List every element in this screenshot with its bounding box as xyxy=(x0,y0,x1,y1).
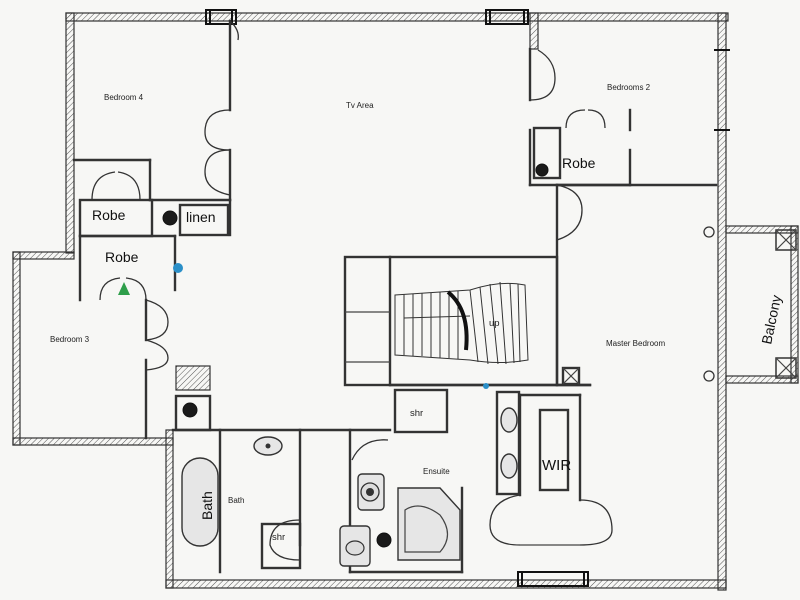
label-linen: linen xyxy=(186,209,216,225)
label-robe-right: Robe xyxy=(562,155,596,171)
interior-walls xyxy=(72,19,718,574)
staircase xyxy=(394,281,529,365)
label-shr-bath: shr xyxy=(272,532,285,543)
doors xyxy=(91,20,613,561)
label-stair-up: up xyxy=(489,318,500,329)
fixtures xyxy=(118,163,549,570)
outer-walls xyxy=(12,12,729,591)
window-marks xyxy=(205,9,730,587)
label-tv-area: Tv Area xyxy=(346,101,374,110)
label-bath-room: Bath xyxy=(228,496,244,505)
label-bedroom-3: Bedroom 3 xyxy=(50,335,90,344)
balcony xyxy=(703,225,799,384)
label-bedroom-4: Bedroom 4 xyxy=(104,93,144,102)
label-robe-lower: Robe xyxy=(105,249,139,265)
room-labels: Bedroom 4 Tv Area Bedrooms 2 Robe linen … xyxy=(50,83,784,543)
label-balcony: Balcony xyxy=(758,294,784,346)
label-wir: WIR xyxy=(542,457,571,474)
label-bath-tub: Bath xyxy=(199,491,215,520)
label-bedrooms-2: Bedrooms 2 xyxy=(607,83,651,92)
label-shr-ensuite: shr xyxy=(410,408,423,419)
label-robe-left: Robe xyxy=(92,207,126,223)
label-master-bedroom: Master Bedroom xyxy=(606,339,665,348)
label-ensuite: Ensuite xyxy=(423,467,450,476)
